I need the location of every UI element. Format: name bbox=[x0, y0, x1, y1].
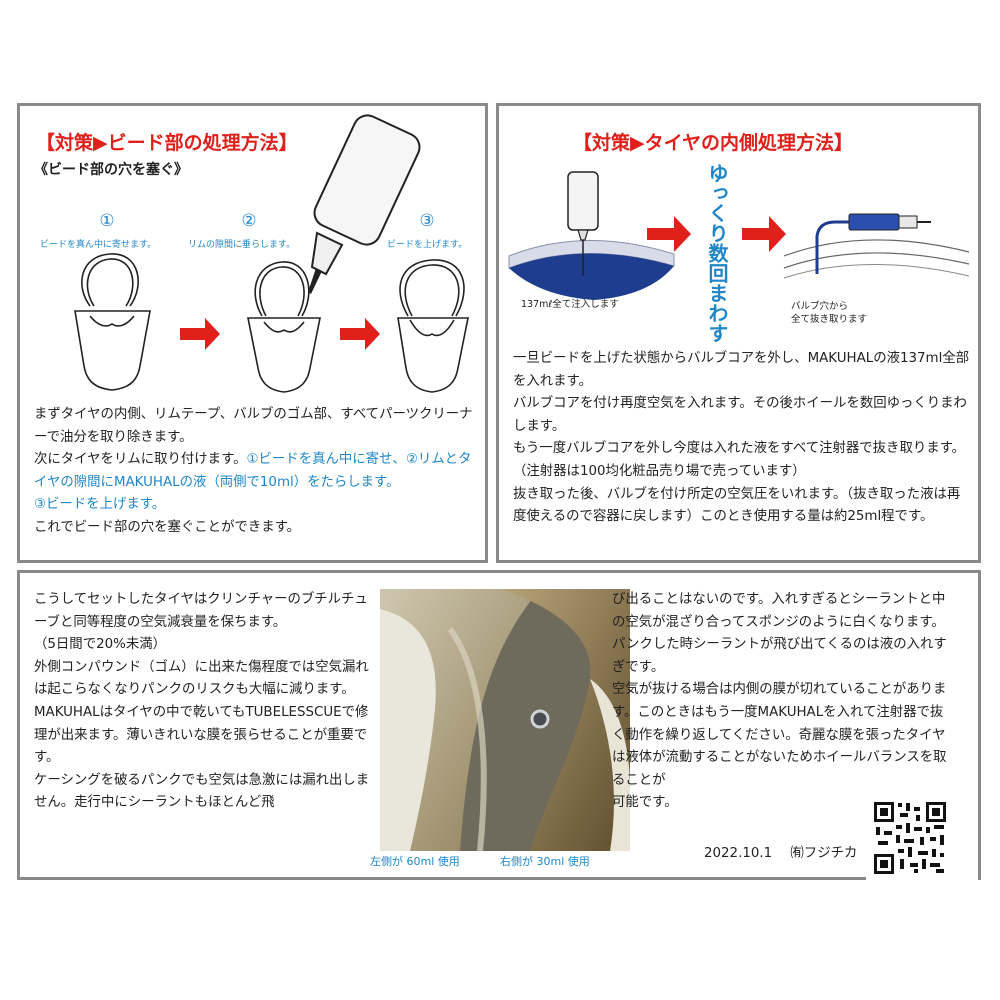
bead-steps-illustration bbox=[74, 114, 469, 393]
results-para: び出ることはないのです。入れすぎるとシーラントと中の空気が混ざり合ってスポンジの… bbox=[612, 592, 947, 675]
step-3-label: ビードを上げます。 bbox=[387, 240, 468, 250]
arrow-right-icon bbox=[647, 216, 691, 252]
inner-para-3: もう一度バルブコアを外し今度は入れた液をすべて注射器で抜き取ります。（注射器は1… bbox=[513, 441, 966, 479]
results-para: （5日間で20%未満） bbox=[34, 637, 167, 653]
qr-code-icon[interactable] bbox=[866, 797, 978, 881]
inner-para-2: バルブコアを付け再度空気を入れます。その後ホイールを数回ゆっくりまわします。 bbox=[513, 396, 967, 434]
results-panel: こうしてセットしたタイヤはクリンチャーのブチルチューブと同等程度の空気減衰量を保… bbox=[17, 570, 981, 880]
arrow-right-icon bbox=[742, 216, 786, 252]
bead-para-3: ③ビードを上げます。 bbox=[34, 497, 166, 513]
bead-panel-title: 【対策▶ビード部の処理方法】 bbox=[36, 132, 298, 154]
tire-inner-fill-icon bbox=[508, 224, 675, 300]
step-1-label: ビードを真ん中に寄せます。 bbox=[40, 240, 157, 250]
bead-para-4: これでビード部の穴を塞ぐことができます。 bbox=[34, 519, 301, 535]
inject-caption: 137mℓ全て注入します bbox=[521, 299, 619, 310]
inner-treatment-illustration bbox=[508, 171, 970, 300]
inner-para-1: 一旦ビードを上げた状態からバルブコアを外し、MAKUHALの液137ml全部を入… bbox=[513, 351, 970, 389]
footer-date: 2022.10.1 bbox=[704, 846, 773, 861]
qr-code-image bbox=[872, 800, 948, 876]
arrow-right-icon bbox=[180, 318, 220, 350]
bead-instructions: まずタイヤの内側、リムテープ、バルブのゴム部、すべてパーツクリーナーで油分を取り… bbox=[34, 404, 479, 540]
inner-panel-title: 【対策▶タイヤの内側処理方法】 bbox=[573, 132, 854, 154]
tire-step-1-icon bbox=[74, 253, 151, 391]
results-column-1: こうしてセットしたタイヤはクリンチャーのブチルチューブと同等程度の空気減衰量を保… bbox=[34, 589, 370, 815]
results-para: ケーシングを破るパンクでも空気は急激には漏れ出しません。走行中にシーラントもほと… bbox=[34, 772, 370, 811]
results-para: 空気が抜ける場合は内側の膜が切れていることがあります。このときはもう一度MAKU… bbox=[612, 682, 947, 788]
step-2-number: ② bbox=[241, 211, 257, 231]
bead-panel-subtitle: 《ビード部の穴を塞ぐ》 bbox=[34, 162, 188, 178]
tire-interior-photo-image bbox=[380, 589, 630, 851]
tire-interior-photo bbox=[380, 589, 630, 851]
rotate-slowly-text: ゆっくり数回まわす bbox=[705, 163, 729, 343]
footer: 2022.10.1 ㈲フジチカ bbox=[704, 841, 857, 861]
bead-para-1: まずタイヤの内側、リムテープ、バルブのゴム部、すべてパーツクリーナーで油分を取り… bbox=[34, 407, 473, 445]
tire-step-2-icon bbox=[247, 261, 321, 393]
sealant-bottle-icon bbox=[308, 114, 421, 294]
bead-para-2: 次にタイヤをリムに取り付けます。①ビードを真ん中に寄せ、②リムとタイヤの隙間にM… bbox=[34, 452, 472, 490]
bead-treatment-panel: 【対策▶ビード部の処理方法】 《ビード部の穴を塞ぐ》 ① ビードを真ん中に寄せま… bbox=[17, 103, 488, 563]
results-para: MAKUHALはタイヤの中で乾いてもTUBELESSCUEで修理が出来ます。薄い… bbox=[34, 704, 369, 766]
results-para: こうしてセットしたタイヤはクリンチャーのブチルチューブと同等程度の空気減衰量を保… bbox=[34, 592, 368, 630]
extract-caption-line2: 全て抜き取ります bbox=[791, 314, 868, 325]
tire-step-3-icon bbox=[397, 259, 469, 393]
arrow-right-icon bbox=[340, 318, 380, 350]
results-para: 外側コンパウンド（ゴム）に出来た傷程度では空気漏れは起こらなくなりパンクのリスク… bbox=[34, 659, 369, 698]
extract-caption-line1: バルブ穴から bbox=[791, 301, 849, 312]
inner-tire-treatment-panel: 【対策▶タイヤの内側処理方法】 ゆっくり数回まわす 137mℓ全て注入します バ… bbox=[496, 103, 981, 563]
results-para: 可能です。 bbox=[612, 795, 678, 811]
step-2-label: リムの隙間に垂らします。 bbox=[188, 240, 296, 250]
step-1-number: ① bbox=[99, 211, 115, 231]
step-3-number: ③ bbox=[419, 211, 435, 231]
sealant-bottle-icon bbox=[567, 171, 599, 241]
results-column-2: び出ることはないのです。入れすぎるとシーラントと中の空気が混ざり合ってスポンジの… bbox=[612, 589, 950, 815]
photo-caption-left: 左側が 60ml 使用 bbox=[370, 855, 460, 868]
inner-instructions: 一旦ビードを上げた状態からバルブコアを外し、MAKUHALの液137ml全部を入… bbox=[513, 348, 971, 529]
tire-syringe-extract-icon bbox=[783, 213, 970, 279]
photo-caption-right: 右側が 30ml 使用 bbox=[500, 855, 590, 868]
inner-para-4: 抜き取った後、バルブを付け所定の空気圧をいれます。（抜き取った液は再度使えるので… bbox=[513, 486, 961, 525]
footer-company: ㈲フジチカ bbox=[790, 846, 858, 861]
